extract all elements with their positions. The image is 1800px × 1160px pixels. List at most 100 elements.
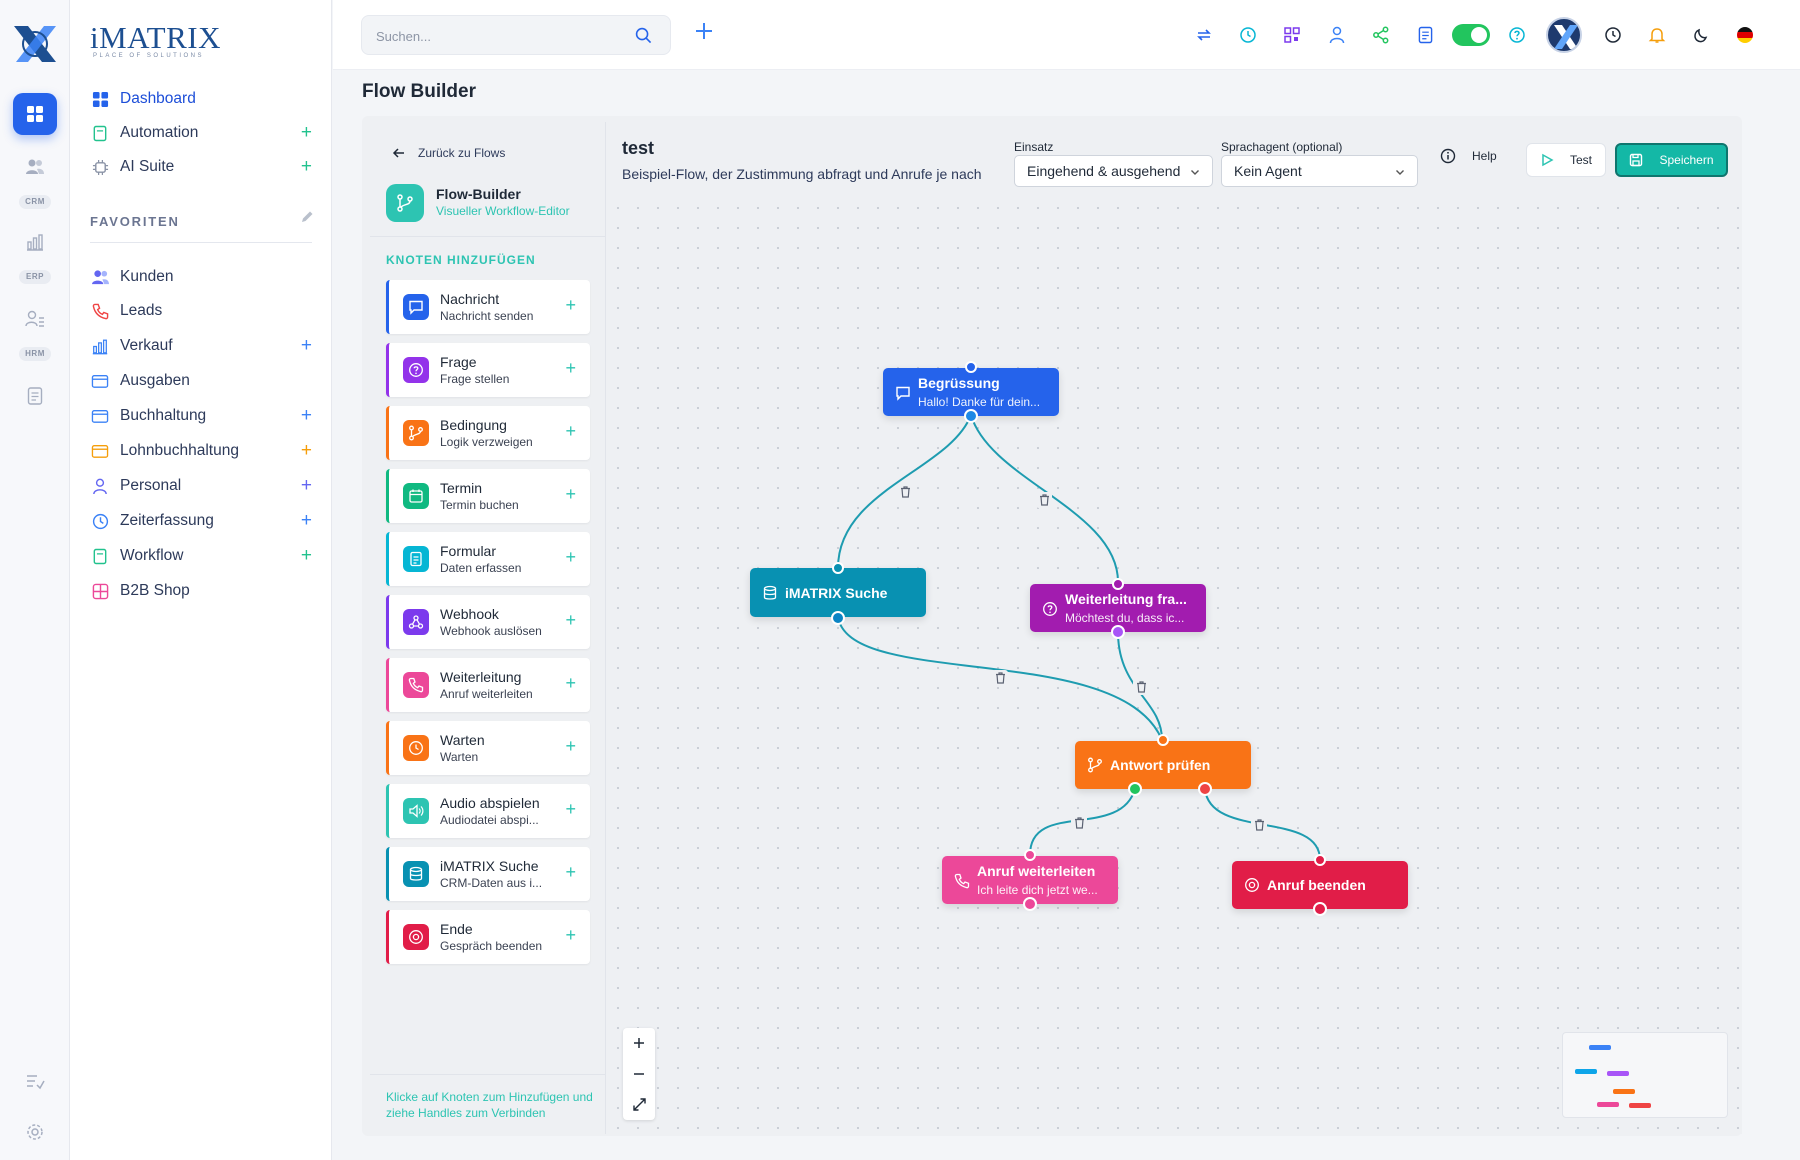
delete-edge-button[interactable]	[1071, 815, 1087, 831]
node-false-handle[interactable]	[1198, 782, 1212, 796]
notes-button[interactable]	[1414, 24, 1436, 46]
sidebar-item-verkauf[interactable]: Verkauf +	[90, 332, 312, 360]
delete-edge-button[interactable]	[992, 670, 1008, 686]
rail-erp-button[interactable]	[22, 229, 48, 255]
node-true-handle[interactable]	[1128, 782, 1142, 796]
sidebar-item-kunden[interactable]: Kunden	[90, 263, 312, 291]
flow-canvas[interactable]	[608, 198, 1742, 1134]
add-automation-button[interactable]: +	[300, 122, 312, 143]
node-input-handle[interactable]	[1314, 854, 1326, 866]
rail-documents-button[interactable]	[22, 383, 48, 409]
dark-mode-button[interactable]	[1690, 24, 1712, 46]
node-anruf-beenden[interactable]: Anruf beenden	[1232, 861, 1408, 909]
add-node-button[interactable]: +	[565, 862, 576, 882]
flow-description[interactable]: Beispiel-Flow, der Zustimmung abfragt un…	[622, 166, 982, 182]
delete-edge-button[interactable]	[1251, 817, 1267, 833]
imatrix-logo-icon[interactable]	[10, 20, 60, 68]
zoom-out-button[interactable]	[623, 1059, 655, 1089]
node-input-handle[interactable]	[1157, 734, 1169, 746]
save-button[interactable]: Speichern	[1615, 143, 1728, 177]
node-output-handle[interactable]	[1313, 902, 1327, 916]
agent-select[interactable]: Kein Agent	[1221, 155, 1418, 187]
rail-settings-button[interactable]	[22, 1119, 48, 1145]
mode-toggle[interactable]	[1452, 24, 1490, 46]
brand-logo[interactable]: iMATRIX PLACE OF SOLUTIONS	[90, 20, 230, 60]
add-lohnbuchhaltung-button[interactable]: +	[300, 440, 312, 461]
add-node-button[interactable]: +	[565, 925, 576, 945]
add-node-button[interactable]: +	[565, 736, 576, 756]
search-input[interactable]	[376, 26, 616, 46]
node-output-handle[interactable]	[964, 409, 978, 423]
add-verkauf-button[interactable]: +	[300, 335, 312, 356]
add-node-button[interactable]: +	[565, 547, 576, 567]
node-antwort-pruefen[interactable]: Antwort prüfen	[1075, 741, 1251, 789]
sidebar-item-workflow[interactable]: Workflow +	[90, 542, 312, 570]
sidebar-item-personal[interactable]: Personal +	[90, 472, 312, 500]
search-icon[interactable]	[635, 27, 652, 44]
sidebar-item-automation[interactable]: Automation +	[90, 119, 312, 147]
node-output-handle[interactable]	[1111, 625, 1125, 639]
edit-favorites-button[interactable]	[300, 210, 314, 229]
rail-tasks-button[interactable]	[22, 1068, 48, 1094]
add-node-button[interactable]: +	[565, 358, 576, 378]
rail-crm-button[interactable]	[22, 154, 48, 180]
add-node-button[interactable]: +	[565, 295, 576, 315]
sidebar-item-zeiterfassung[interactable]: Zeiterfassung +	[90, 507, 312, 535]
add-ai-suite-button[interactable]: +	[300, 156, 312, 177]
node-output-handle[interactable]	[831, 611, 845, 625]
add-node-button[interactable]: +	[565, 799, 576, 819]
sync-button[interactable]	[1193, 24, 1215, 46]
node-begruessung[interactable]: Begrüssung Hallo! Danke für dein...	[883, 368, 1059, 416]
fit-view-button[interactable]	[623, 1089, 655, 1119]
sidebar-item-dashboard[interactable]: Dashboard	[90, 85, 312, 113]
sidebar-item-lohnbuchhaltung[interactable]: Lohnbuchhaltung +	[90, 437, 312, 465]
delete-edge-button[interactable]	[1133, 679, 1149, 695]
node-input-handle[interactable]	[1024, 849, 1036, 861]
add-zeiterfassung-button[interactable]: +	[300, 510, 312, 531]
add-node-button[interactable]: +	[565, 421, 576, 441]
sidebar-item-leads[interactable]: Leads	[90, 297, 312, 325]
help-circle-button[interactable]	[1506, 24, 1528, 46]
flow-name[interactable]: test	[622, 138, 655, 158]
test-button[interactable]: Test	[1526, 143, 1606, 177]
rail-dashboard-button[interactable]	[13, 93, 57, 135]
node-anruf-weiterleiten[interactable]: Anruf weiterleiten Ich leite dich jetzt …	[942, 856, 1118, 904]
zoom-in-button[interactable]	[623, 1028, 655, 1058]
sidebar-item-buchhaltung[interactable]: Buchhaltung +	[90, 402, 312, 430]
rail-hrm-button[interactable]	[22, 306, 48, 332]
sidebar-item-ausgaben[interactable]: Ausgaben	[90, 367, 312, 395]
language-button[interactable]	[1734, 24, 1756, 46]
sidebar-item-b2b-shop[interactable]: B2B Shop	[90, 577, 312, 605]
qr-button[interactable]	[1281, 24, 1303, 46]
minimap[interactable]	[1562, 1032, 1728, 1118]
back-to-flows-link[interactable]: Zurück zu Flows	[392, 146, 505, 160]
node-input-handle[interactable]	[965, 361, 977, 373]
add-workflow-button[interactable]: +	[300, 545, 312, 566]
node-weiterleitung-frage[interactable]: Weiterleitung fra... Möchtest du, dass i…	[1030, 584, 1206, 632]
node-input-handle[interactable]	[832, 562, 844, 574]
add-node-button[interactable]: +	[565, 610, 576, 630]
quick-add-button[interactable]	[691, 18, 717, 44]
notifications-button[interactable]	[1646, 24, 1668, 46]
user-button[interactable]	[1326, 24, 1348, 46]
einsatz-select[interactable]: Eingehend & ausgehend	[1014, 155, 1213, 187]
history-button[interactable]	[1237, 24, 1259, 46]
add-node-button[interactable]: +	[565, 673, 576, 693]
time-button[interactable]	[1602, 24, 1624, 46]
add-node-button[interactable]: +	[565, 484, 576, 504]
delete-edge-button[interactable]	[897, 484, 913, 500]
sidebar-item-ai-suite[interactable]: AI Suite +	[90, 153, 312, 181]
help-button[interactable]: Help	[1440, 148, 1497, 164]
delete-edge-button[interactable]	[1036, 492, 1052, 508]
